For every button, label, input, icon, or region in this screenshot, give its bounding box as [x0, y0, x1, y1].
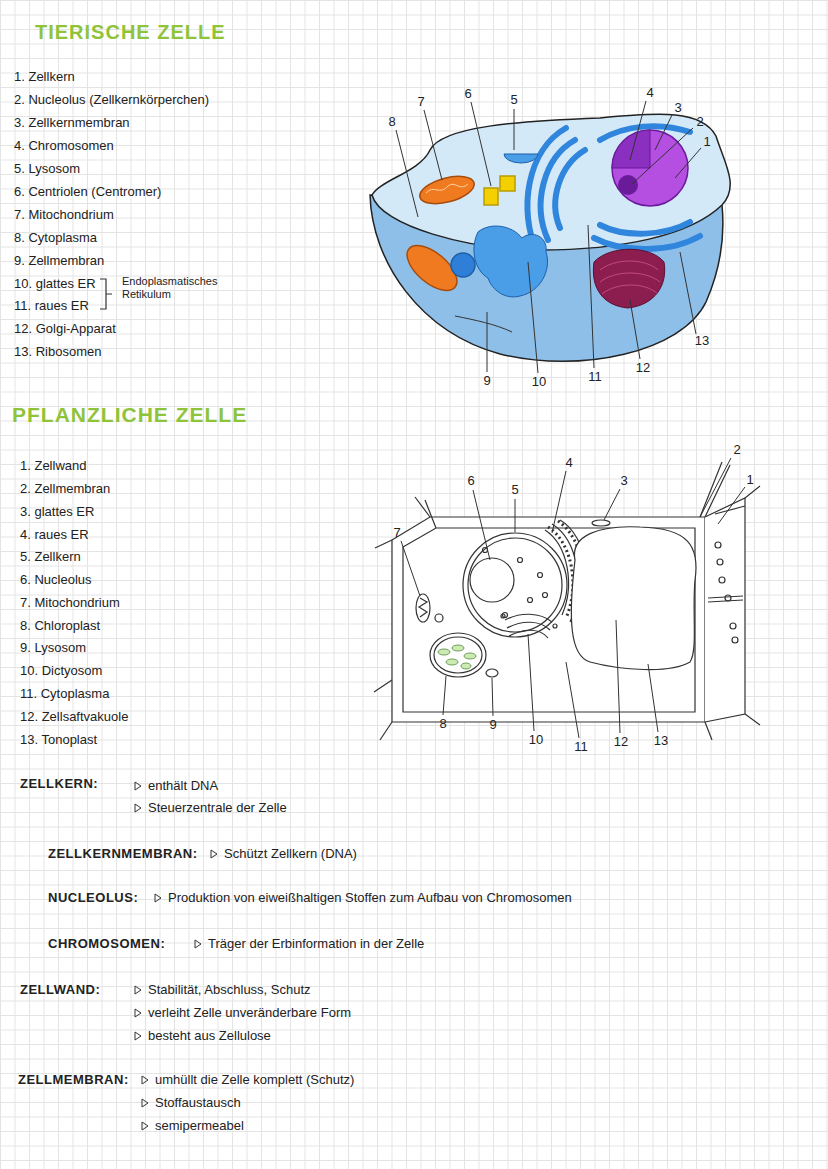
section-heading: PFLANZLICHE ZELLE: [12, 402, 247, 427]
bullet-triangle: [155, 894, 161, 902]
legend-item: 11. Cytoplasma: [20, 686, 109, 702]
legend-item: 1. Zellwand: [20, 458, 86, 474]
callout-number: 13: [654, 733, 668, 749]
callout-number: 8: [439, 716, 446, 732]
legend-item: 13. Ribosomen: [14, 344, 101, 360]
legend-item: 2. Zellmembran: [20, 481, 110, 497]
callout-number: 11: [588, 369, 602, 385]
bullet-triangle: [135, 804, 141, 812]
callout-number: 8: [388, 114, 395, 130]
bullet-triangle: [135, 782, 141, 790]
legend-item: 10. Dictyosom: [20, 663, 102, 679]
callout-number: 10: [532, 374, 546, 390]
legend-item: 3. Zellkernmembran: [14, 115, 130, 131]
leader-lines: [401, 458, 745, 738]
callout-number: 7: [417, 94, 424, 110]
legend-item: 3. glattes ER: [20, 504, 94, 520]
legend-item: 9. Zellmembran: [14, 253, 104, 269]
note-key: ZELLMEMBRAN:: [18, 1072, 129, 1088]
note-text: Produktion von eiweißhaltigen Stoffen zu…: [168, 890, 572, 906]
bullet-triangle: [142, 1122, 148, 1130]
note-key: CHROMOSOMEN:: [48, 936, 165, 952]
callout-number: 10: [529, 732, 543, 748]
note-text: Schützt Zellkern (DNA): [224, 846, 357, 862]
note-text: umhüllt die Zelle komplett (Schutz): [155, 1072, 354, 1088]
legend-item: 12. Golgi-Apparat: [14, 321, 116, 337]
note-text: Steuerzentrale der Zelle: [148, 800, 287, 816]
legend-item: 13. Tonoplast: [20, 732, 97, 748]
legend-item: 6. Nucleolus: [20, 572, 92, 588]
callout-number: 3: [620, 473, 627, 489]
bullet-triangle: [135, 1009, 141, 1017]
callout-number: 2: [733, 442, 740, 458]
bullet-triangle: [135, 986, 141, 994]
callout-number: 9: [489, 717, 496, 733]
legend-item: 5. Lysosom: [14, 161, 80, 177]
legend-item: 5. Zellkern: [20, 549, 81, 565]
legend-item: 1. Zellkern: [14, 69, 75, 85]
note-key: ZELLKERN:: [20, 776, 98, 792]
callout-number: 1: [703, 134, 710, 150]
note-text: semipermeabel: [155, 1118, 244, 1134]
callout-number: 5: [510, 92, 517, 108]
callout-number: 3: [674, 100, 681, 116]
bullet-triangle: [211, 850, 217, 858]
leader-lines: [396, 101, 701, 373]
callout-number: 4: [646, 85, 653, 101]
callout-number: 2: [696, 114, 703, 130]
callout-number: 12: [614, 734, 628, 750]
note-text: Träger der Erbinformation in der Zelle: [208, 936, 424, 952]
callout-number: 11: [574, 739, 588, 755]
legend-item: 4. raues ER: [20, 527, 89, 543]
bullet-triangle: [135, 1032, 141, 1040]
callout-number: 6: [464, 86, 471, 102]
bracket: [100, 279, 112, 309]
callout-number: 12: [636, 360, 650, 376]
note-key: ZELLKERNMEMBRAN:: [48, 846, 198, 862]
note-key: NUCLEOLUS:: [48, 890, 138, 906]
bracket-note: Endoplasmatisches Retikulum: [122, 275, 234, 301]
legend-item: 6. Centriolen (Centromer): [14, 184, 161, 200]
animal-cell: [370, 114, 730, 361]
legend-item: 12. Zellsaftvakuole: [20, 709, 128, 725]
legend-item: 8. Chloroplast: [20, 618, 100, 634]
legend-item: 10. glattes ER: [14, 276, 96, 292]
legend-item: 11. raues ER: [14, 298, 89, 314]
note-text: besteht aus Zellulose: [148, 1028, 271, 1044]
legend-item: 9. Lysosom: [20, 640, 86, 656]
legend-item: 2. Nucleolus (Zellkernkörperchen): [14, 92, 209, 108]
callout-number: 4: [565, 455, 572, 471]
legend-item: 7. Mitochondrium: [20, 595, 120, 611]
callout-number: 5: [511, 482, 518, 498]
legend-item: 8. Cytoplasma: [14, 230, 97, 246]
note-text: enthält DNA: [148, 778, 218, 794]
legend-item: 4. Chromosomen: [14, 138, 114, 154]
page-title: TIERISCHE ZELLE: [35, 20, 226, 44]
callout-number: 9: [483, 373, 490, 389]
note-text: Stoffaustausch: [155, 1095, 241, 1111]
plant-cell: [374, 462, 760, 740]
note-text: Stabilität, Abschluss, Schutz: [148, 982, 311, 998]
callout-number: 1: [746, 472, 753, 488]
legend-item: 7. Mitochondrium: [14, 207, 114, 223]
callout-number: 7: [393, 525, 400, 541]
bullet-triangle: [195, 940, 201, 948]
bullet-triangle: [142, 1076, 148, 1084]
note-key: ZELLWAND:: [20, 982, 100, 998]
bullet-triangle: [142, 1099, 148, 1107]
callout-number: 6: [467, 473, 474, 489]
callout-number: 13: [695, 333, 709, 349]
note-text: verleiht Zelle unveränderbare Form: [148, 1005, 351, 1021]
